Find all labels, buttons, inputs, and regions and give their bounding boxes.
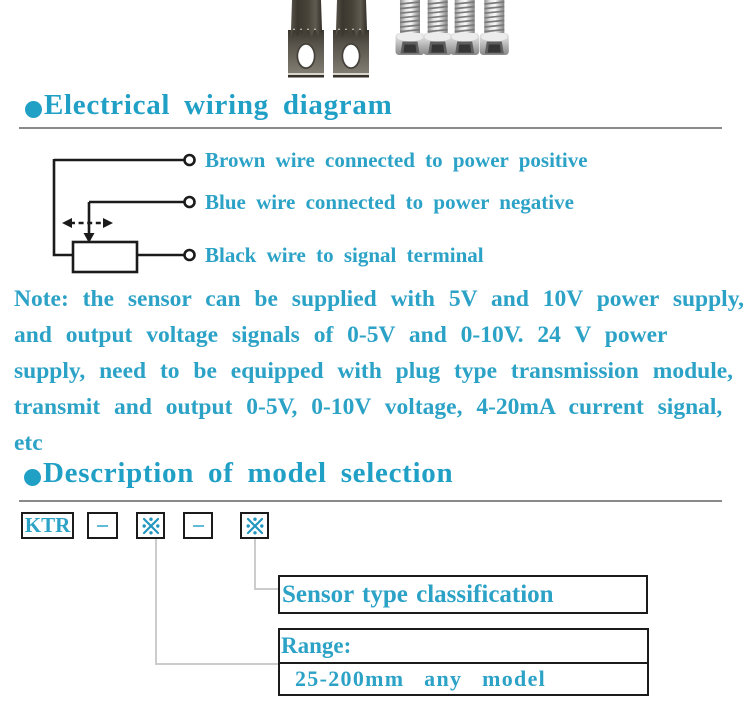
note-line: etc [14,430,43,456]
connector-line [155,539,157,665]
section-heading-model: Description of model selection [24,457,453,490]
note-line: and output voltage signals of 0-5V and 0… [14,322,668,348]
bracket-left-photo [288,0,324,78]
callout-range: Range: 25-200mm any model [278,628,649,696]
screws-photo [395,0,509,55]
reference-mark-icon [142,517,159,534]
range-title: Range: [280,630,647,664]
connector-line [254,539,256,590]
model-code-box-star [240,512,269,539]
model-code-box-dash [183,512,213,539]
model-code-box-star [136,512,165,539]
note-line: Note: the sensor can be supplied with 5V… [14,286,745,312]
connector-line [254,588,280,590]
bullet-icon [24,469,41,486]
connector-line [155,663,279,665]
wire-label-black: Black wire to signal terminal [205,243,484,267]
screw-photo [423,0,453,55]
wire-label-blue: Blue wire connected to power negative [205,190,574,214]
section-title: Description of model selection [43,457,454,489]
bullet-icon [25,101,42,118]
callout-sensor-type: Sensor type classification [278,575,648,614]
note-line: transmit and output 0-5V, 0-10V voltage,… [14,394,723,420]
model-code-box-ktr: KTR [21,512,74,539]
model-code-box-dash [87,512,118,539]
note-paragraph: Note: the sensor can be supplied with 5V… [14,281,750,461]
divider [19,500,722,502]
bracket-right-photo [333,0,369,78]
note-line: supply, need to be equipped with plug ty… [14,358,734,384]
product-photo [288,0,509,78]
section-title: Electrical wiring diagram [44,89,393,121]
range-value: 25-200mm any model [295,666,547,691]
wiper-arrow-icon [83,233,95,243]
dash-icon [97,524,108,527]
screw-photo [479,0,509,55]
screw-photo [395,0,425,55]
dash-icon [192,524,204,527]
wire-label-brown: Brown wire connected to power positive [205,148,588,172]
terminal-icons [183,153,196,262]
reference-mark-icon [246,517,263,534]
wiring-diagram [52,153,196,274]
divider [19,127,722,129]
screw-photo [450,0,480,55]
motion-arrow-icon [62,218,113,228]
section-heading-wiring: Electrical wiring diagram [25,89,392,122]
